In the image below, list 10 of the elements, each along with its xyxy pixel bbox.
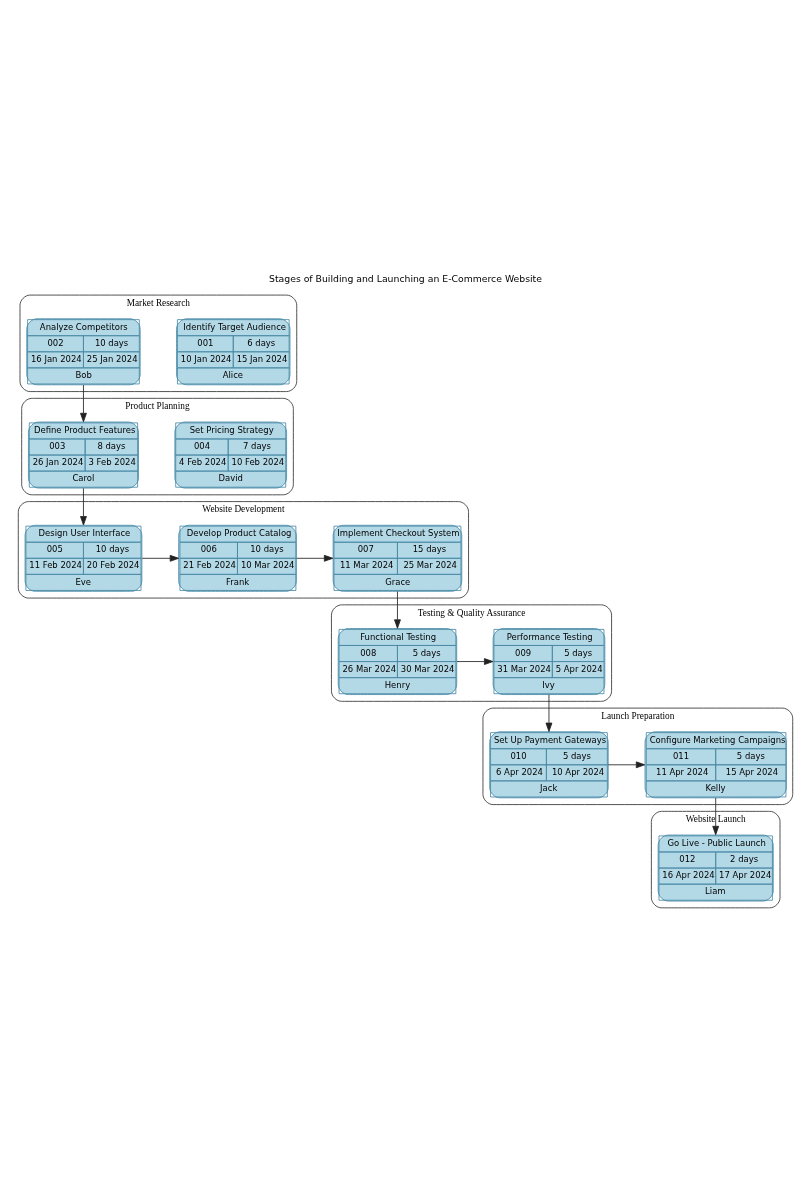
arrow bbox=[607, 761, 646, 769]
arrow bbox=[456, 658, 494, 665]
arrow bbox=[141, 554, 180, 562]
diagram-title: Stages of Building and Launching an E-Commerce Website bbox=[269, 273, 542, 285]
arrow bbox=[296, 554, 334, 562]
arrow bbox=[80, 487, 87, 526]
arrow bbox=[712, 797, 720, 836]
arrow bbox=[80, 384, 87, 423]
arrow bbox=[394, 591, 401, 629]
arrow bbox=[545, 694, 553, 732]
